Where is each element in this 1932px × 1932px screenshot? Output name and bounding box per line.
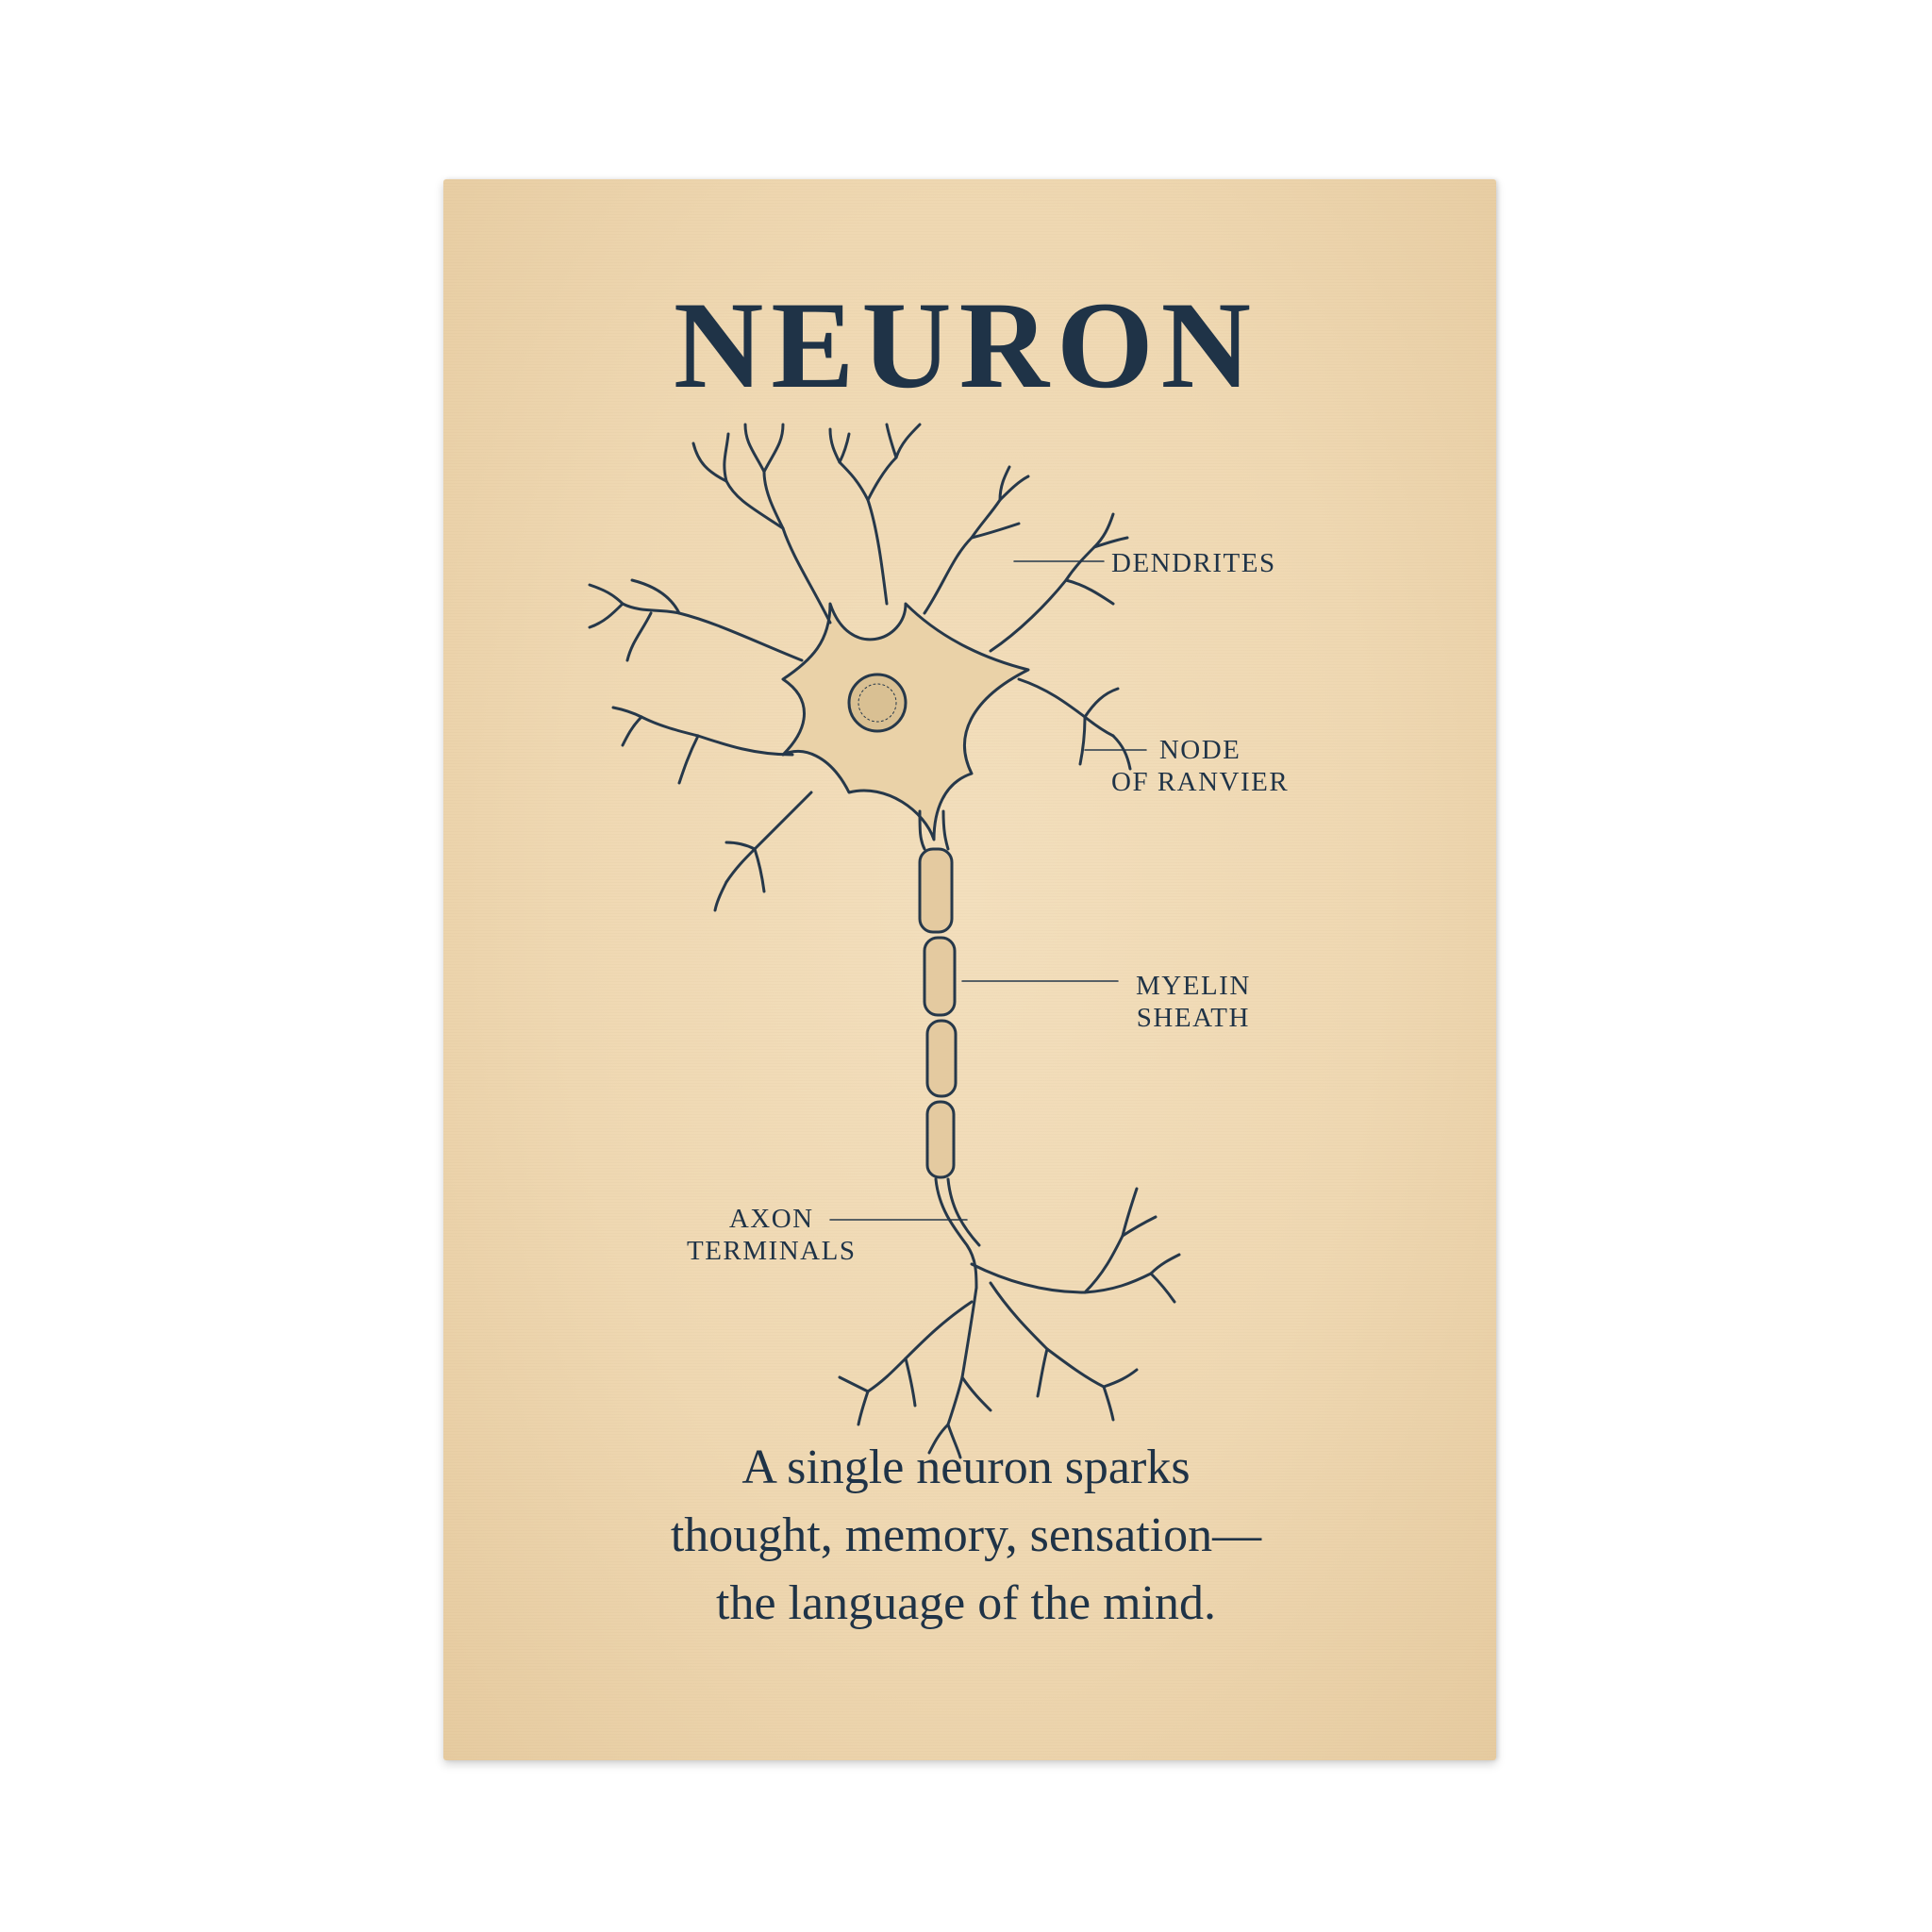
poster-title: NEURON [673, 275, 1259, 414]
label-dendrites-text: DENDRITES [1111, 548, 1276, 578]
label-node-line1: NODE [1158, 735, 1241, 765]
label-myelin-sheath: MYELIN SHEATH [1136, 970, 1251, 1034]
label-axon-line1: AXON [728, 1204, 814, 1234]
canvas-print [443, 179, 1496, 1760]
caption-line-2: thought, memory, sensation— [670, 1508, 1262, 1562]
poster-caption: A single neuron sparks thought, memory, … [0, 1434, 1932, 1638]
label-node-line2: OF RANVIER [1111, 767, 1290, 797]
label-axon-line2: TERMINALS [687, 1236, 857, 1266]
axon-hillock [918, 809, 926, 851]
label-node-of-ranvier: NODE OF RANVIER [1111, 734, 1289, 798]
label-dendrites: DENDRITES [1111, 547, 1276, 579]
myelin-sheath [918, 847, 958, 1179]
leader-lines [829, 560, 1147, 1221]
caption-line-1: A single neuron sparks [741, 1441, 1191, 1494]
cell-body [781, 602, 1030, 841]
label-myelin-line1: MYELIN [1136, 971, 1251, 1001]
label-axon-terminals: AXON TERMINALS [687, 1203, 856, 1267]
caption-line-3: the language of the mind. [716, 1576, 1216, 1630]
label-myelin-line2: SHEATH [1136, 1003, 1250, 1033]
nucleus [847, 673, 908, 733]
